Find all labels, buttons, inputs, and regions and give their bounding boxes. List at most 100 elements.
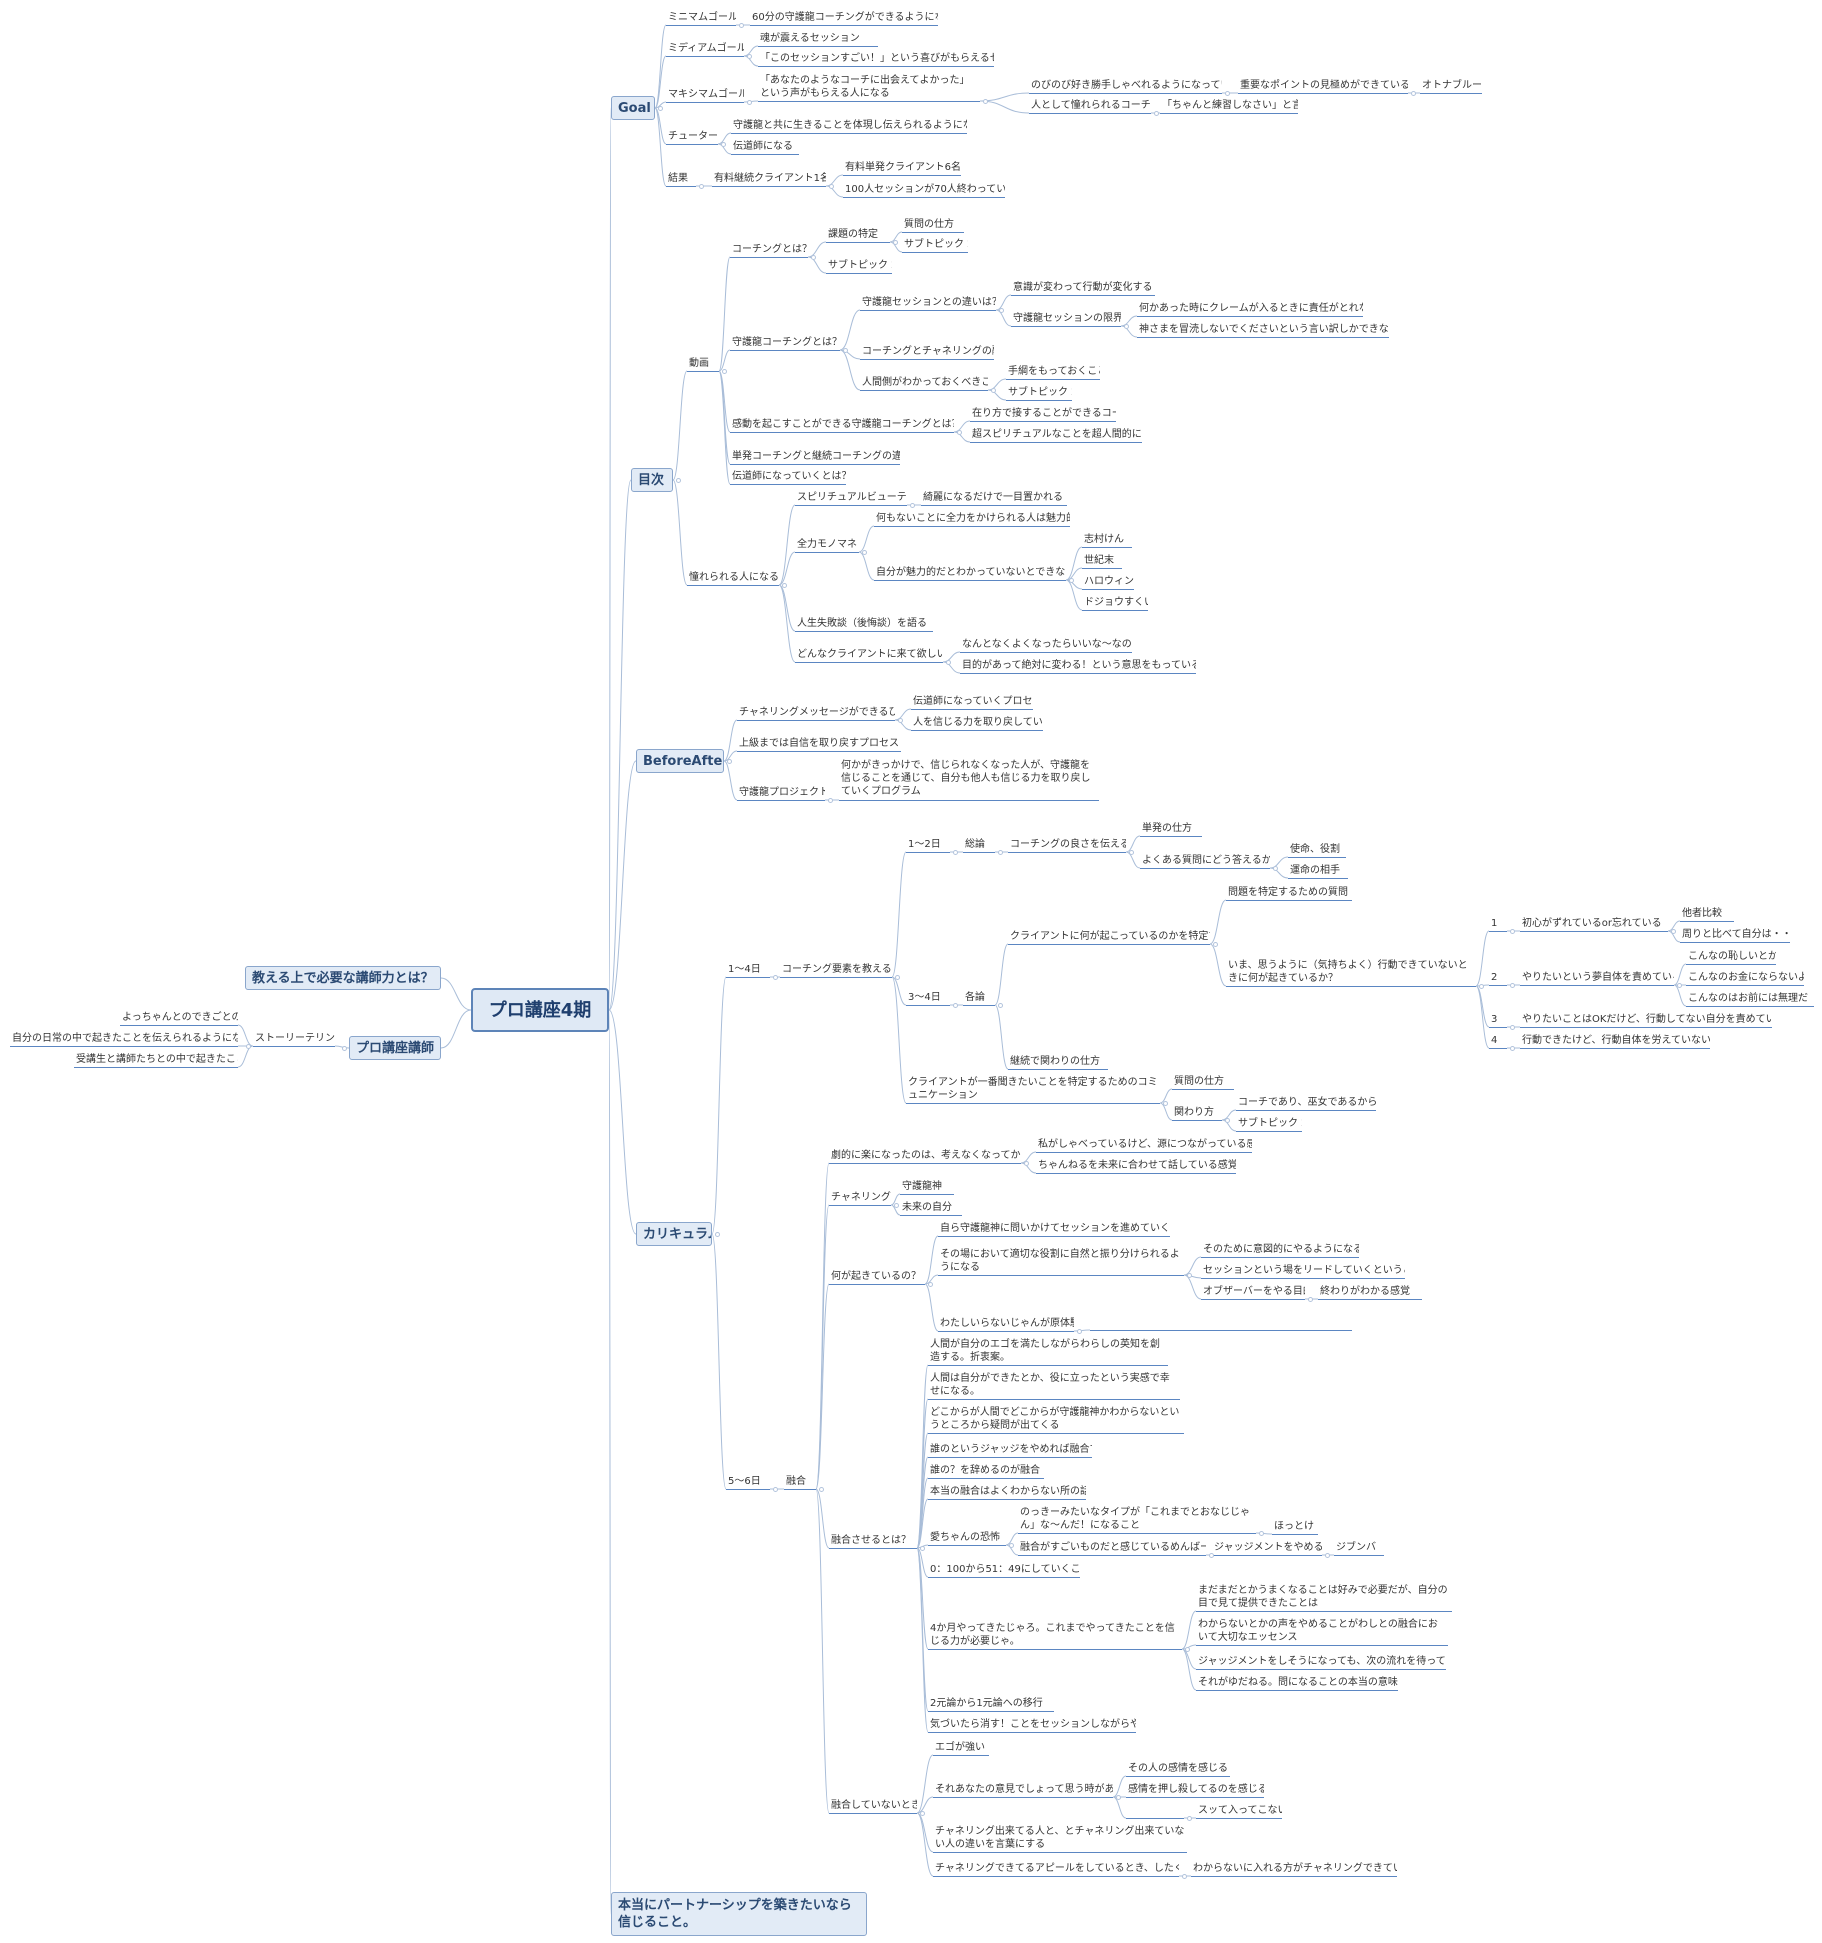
collapse-dot[interactable] [1208,1552,1214,1558]
cur-elements[interactable]: コーチング要素を教える [780,963,892,978]
toc-question-way[interactable]: 質問の仕方 [902,218,964,233]
goal-medium-1[interactable]: 魂が震えるセッション [758,32,878,47]
collapse-dot[interactable] [1324,1552,1330,1558]
goal-result-1[interactable]: 有料継続クライアント1名 [712,172,826,187]
cur-n2-b[interactable]: こんなのお金にならないよ [1686,971,1804,986]
goal-result[interactable]: 結果 [666,172,696,187]
collapse-dot[interactable] [945,659,951,665]
toc-video[interactable]: 動画 [687,357,719,372]
toc-single-vs[interactable]: 単発コーチングと継続コーチングの違い [730,450,900,465]
collapse-dot[interactable] [990,387,996,393]
lecturer-story-2[interactable]: 自分の日常の中で起きたことを伝えられるようになる [10,1032,238,1047]
collapse-dot[interactable] [1008,1542,1014,1548]
collapse-dot[interactable] [1478,983,1484,989]
toc-limit-2[interactable]: 神さまを冒涜しないでくださいという言い訳しかできなくなる [1137,323,1389,338]
cur-general[interactable]: 総論 [963,838,995,853]
toc-beauty-1[interactable]: 綺麗になるだけで一目置かれる [921,491,1067,506]
collapse-dot[interactable] [927,1281,933,1287]
cur-comm-2a[interactable]: コーチであり、巫女であるから [1236,1096,1376,1111]
collapse-dot[interactable] [956,429,962,435]
collapse-dot[interactable] [861,549,867,555]
toc-human-1[interactable]: 手綱をもっておくこと [1006,365,1100,380]
topic-partnership[interactable]: 本当にパートナーシップを築きたいなら信じること。 [611,1892,867,1936]
cur-fw-6[interactable]: 本当の融合はよくわからない所の話 [928,1485,1086,1500]
goal-tutor-1[interactable]: 守護龍と共に生きることを体現し伝えられるようになる [731,119,967,134]
collapse-dot[interactable] [897,717,903,723]
toc-full-1[interactable]: 何もないことに全力をかけられる人は魅力的 [874,512,1070,527]
cur-fw-2[interactable]: 人間は自分ができたとか、役に立ったという実感で幸せになる。 [928,1372,1180,1400]
goal-tutor[interactable]: チューター [666,130,718,145]
collapse-dot[interactable] [1023,1160,1029,1166]
cur-fw-9c[interactable]: ジャッジメントをしそうになっても、次の流れを待っている。 [1196,1655,1446,1670]
toc-coaching-what[interactable]: コーチングとは？ [730,243,808,258]
toc-dragon-coaching[interactable]: 守護龍コーチングとは？ [730,336,840,351]
collapse-dot[interactable] [675,477,681,483]
cur-n1-text[interactable]: 初心がずれているor忘れている [1520,917,1668,932]
collapse-dot[interactable] [810,254,816,260]
toc-missionary[interactable]: 伝道師になっていくとは？ [730,470,846,485]
toc-client-2[interactable]: 目的があって絶対に変わる！という意思をもっているか [960,659,1196,674]
cur-comm-2[interactable]: 関わり方 [1172,1106,1222,1121]
cur-nf-2c[interactable] [1126,1804,1184,1819]
collapse-dot[interactable] [827,797,833,803]
collapse-dot[interactable] [341,1045,347,1051]
goal-maximum-1a-1[interactable]: 重要なポイントの見極めができている [1238,79,1408,94]
topic-lecturer-skill[interactable]: 教える上で必要な講師力とは？ [245,966,441,990]
toc-human-2[interactable]: サブトピック 2 [1006,386,1072,401]
collapse-dot[interactable] [1068,577,1074,583]
cur-fw-1[interactable]: 人間が自分のエゴを満たしながらわらしの英知を創造する。折衷案。 [928,1338,1168,1366]
collapse-dot[interactable] [772,974,778,980]
toc-limit-1[interactable]: 何かあった時にクレームが入るときに責任がとれない [1137,302,1363,317]
cur-n2-c[interactable]: こんなのはお前には無理だ [1686,992,1814,1007]
collapse-dot[interactable] [1212,941,1218,947]
cur-easier-1[interactable]: 私がしゃべっているけど、源につながっている感覚 [1036,1138,1252,1153]
collapse-dot[interactable] [746,53,752,59]
lecturer-story-3[interactable]: 受講生と講師たちとの中で起きたこと [74,1053,238,1068]
goal-maximum-1a[interactable]: のびのび好き勝手しゃべれるようになっている [1029,79,1222,94]
cur-comm[interactable]: クライアントが一番聞きたいことを特定するためのコミュニケーション [906,1076,1160,1104]
lecturer-story-1[interactable]: よっちゃんとのできごとの話 [120,1011,238,1026]
collapse-dot[interactable] [1509,1045,1515,1051]
cur-nf-2a[interactable]: その人の感情を感じる [1126,1762,1230,1777]
cur-ch-b[interactable]: 未来の自分 [900,1201,962,1216]
cur-d56[interactable]: 5～6日 [726,1475,770,1490]
cur-fw-10[interactable]: 2元論から1元論への移行 [928,1697,1054,1712]
goal-result-1b[interactable]: 100人セッションが70人終わっている [843,183,1005,198]
toc-subtopic2-b[interactable]: サブトピック 2 [826,259,892,274]
collapse-dot[interactable] [919,1545,925,1551]
collapse-dot[interactable] [1115,1794,1121,1800]
cur-nf-3[interactable]: チャネリング出来てる人と、とチャネリング出来ていない人の違いを言葉にする [933,1825,1187,1853]
collapse-dot[interactable] [657,105,663,111]
cur-hap-1[interactable]: 自ら守護龍神に問いかけてセッションを進めていくこと [938,1222,1170,1237]
ba-ch-1[interactable]: 伝道師になっていくプロセス [911,695,1033,710]
cur-comm-2b[interactable]: サブトピック 2 [1236,1117,1302,1132]
cur-identify[interactable]: クライアントに何が起こっているのかを特定する [1008,930,1210,945]
collapse-dot[interactable] [1670,928,1676,934]
collapse-dot[interactable] [1509,982,1515,988]
cur-fuse-what[interactable]: 融合させるとは？ [829,1534,917,1549]
collapse-dot[interactable] [1186,1815,1192,1821]
cur-n1-b[interactable]: 周りと比べて自分は・・・ [1680,928,1790,943]
cur-n3[interactable]: 3 [1489,1013,1507,1028]
collapse-dot[interactable] [997,849,1003,855]
cur-continuing[interactable]: 継続で関わりの仕方 [1008,1055,1108,1070]
collapse-dot[interactable] [1410,90,1416,96]
collapse-dot[interactable] [894,974,900,980]
collapse-dot[interactable] [952,849,958,855]
cur-fw-5[interactable]: 誰の？を辞めるのが融合 [928,1464,1044,1479]
toc-admired[interactable]: 憧れられる人になる [687,571,779,586]
ba-advanced[interactable]: 上級までは自信を取り戻すプロセス [737,737,901,752]
collapse-dot[interactable] [952,1002,958,1008]
central-topic[interactable]: プロ講座4期 [471,988,609,1032]
toc-moving[interactable]: 感動を起こすことができる守護龍コーチングとは？ [730,418,954,433]
goal-tutor-2[interactable]: 伝道師になる [731,140,799,155]
goal-maximum-1b[interactable]: 人として憧れられるコーチ [1029,99,1151,114]
goal-maximum-1[interactable]: 「あなたのようなコーチに出会えてよかった」という声がもらえる人になる [758,74,980,102]
cur-hap-2[interactable]: その場において適切な役割に自然と振り分けられるようになる [938,1248,1184,1276]
collapse-dot[interactable] [1307,1296,1313,1302]
cur-n2-text[interactable]: やりたいという夢自体を責めている [1520,971,1674,986]
collapse-dot[interactable] [1186,1272,1192,1278]
collapse-dot[interactable] [1181,1873,1187,1879]
collapse-dot[interactable] [818,1486,824,1492]
collapse-dot[interactable] [828,183,834,189]
